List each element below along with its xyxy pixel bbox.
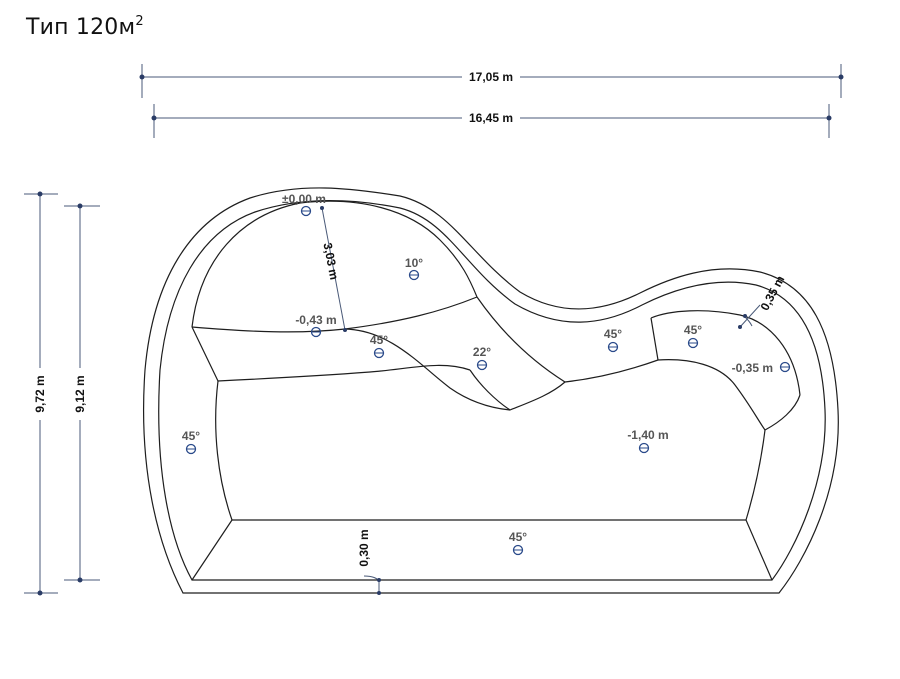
overall-width-label: 17,05 m (469, 70, 513, 84)
dimension-overall-width: 17,05 m (139, 64, 844, 98)
right-step-lines (650, 310, 801, 431)
marker-elevation-bench: -0,43 m (295, 313, 337, 338)
overall-height-label: 9,72 m (33, 375, 47, 412)
marker-slope-bottom-wall: 45° (509, 530, 527, 556)
slope-step-left-label: 45° (604, 327, 622, 341)
marker-slope-left-wall: 45° (182, 429, 200, 455)
slope-bench-left-label: 45° (370, 333, 388, 347)
step-width-label: 0,35 m (758, 273, 788, 313)
slope-left-wall-label: 45° (182, 429, 200, 443)
elevation-bench-label: -0,43 m (295, 313, 336, 327)
inner-height-label: 9,12 m (73, 375, 87, 412)
title-superscript: 2 (135, 14, 144, 29)
slope-bottom-wall-label: 45° (509, 530, 527, 544)
slope-step-right-label: 45° (684, 323, 702, 337)
title-text: Тип 120м (26, 15, 136, 40)
elevation-floor-label: -1,40 m (627, 428, 668, 442)
marker-slope-bench-left: 45° (370, 333, 388, 359)
marker-slope-step-right: 45° (684, 323, 702, 349)
dimension-wall-thickness: 0,30 m (357, 529, 381, 595)
dimension-step-width: 0,35 m (738, 273, 787, 329)
marker-slope-ramp-mid: 22° (473, 345, 491, 371)
slope-ramp-top-label: 10° (405, 256, 423, 270)
marker-elevation-step: -0,35 m (732, 361, 791, 375)
dimension-bench-length: 3,03 m (320, 206, 347, 332)
entry-bench-lines (191, 200, 511, 411)
pool-floor-lines (191, 380, 773, 581)
dimension-overall-height: 9,72 m (24, 191, 58, 596)
ramp-lines (469, 296, 659, 411)
wall-thickness-label: 0,30 m (357, 529, 371, 566)
dimension-inner-width: 16,45 m (151, 104, 832, 138)
marker-slope-step-left: 45° (604, 327, 622, 353)
marker-elevation-floor: -1,40 m (627, 428, 669, 454)
bench-length-label: 3,03 m (320, 242, 341, 281)
pool-outer-outline (142, 187, 839, 594)
dimension-inner-height: 9,12 m (64, 203, 100, 583)
inner-width-label: 16,45 m (469, 111, 513, 125)
elevation-step-label: -0,35 m (732, 361, 773, 375)
drawing-title: Тип 120м2 (26, 14, 144, 40)
elevation-top-label: ±0,00 m (282, 192, 326, 206)
slope-ramp-mid-label: 22° (473, 345, 491, 359)
marker-slope-ramp-top: 10° (405, 256, 423, 281)
pool-inner-outline (158, 199, 826, 581)
marker-elevation-top: ±0,00 m (282, 192, 326, 217)
